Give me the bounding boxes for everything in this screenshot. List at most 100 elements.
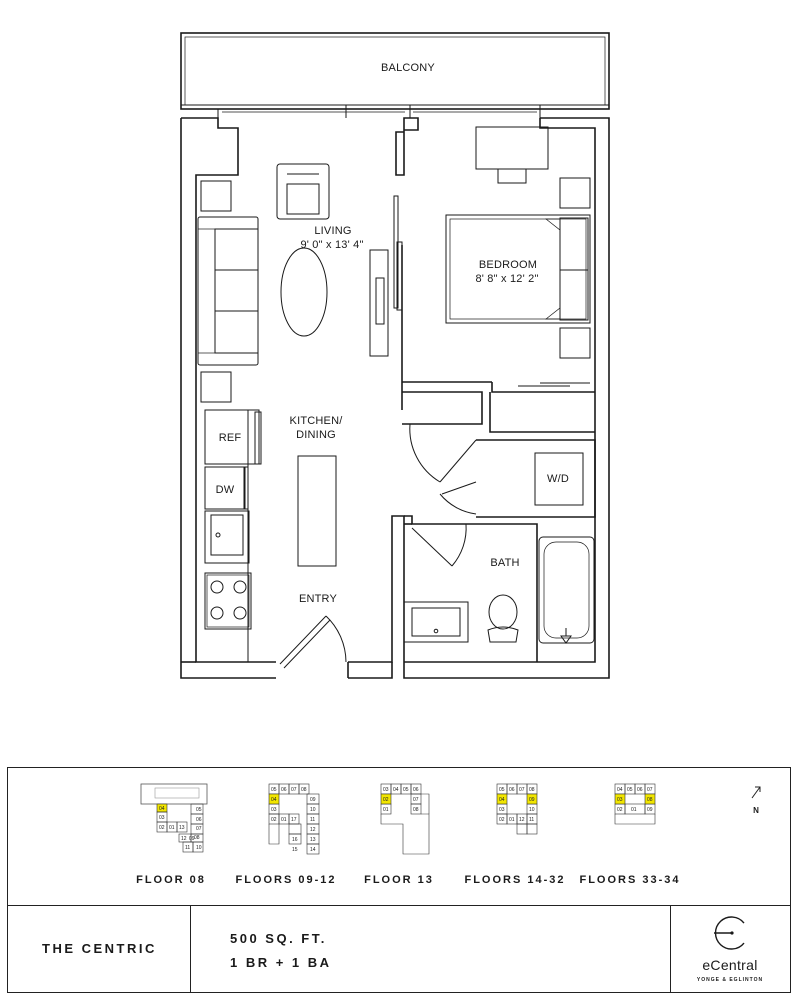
key-plan-floors-33-34-diagram: 04 05 06 07 03 08 02 01 09: [614, 783, 656, 825]
dw-label: DW: [216, 484, 235, 496]
bath-label: BATH: [490, 557, 519, 569]
svg-text:12: 12: [519, 817, 525, 823]
svg-text:01: 01: [281, 817, 287, 823]
svg-text:06: 06: [413, 787, 419, 793]
bathroom: BATH: [403, 523, 595, 644]
svg-text:06: 06: [637, 787, 643, 793]
svg-text:02: 02: [271, 817, 277, 823]
svg-text:09: 09: [310, 797, 316, 803]
bedroom-furniture: BEDROOM 8' 8" x 12' 2": [445, 126, 591, 359]
svg-text:02: 02: [499, 817, 505, 823]
bedroom-label: BEDROOM: [479, 259, 537, 271]
svg-text:03: 03: [617, 797, 623, 803]
unit-name: THE CENTRIC: [42, 941, 157, 956]
svg-text:04: 04: [271, 797, 277, 803]
balcony: BALCONY: [180, 32, 610, 110]
wd-label: W/D: [547, 473, 569, 485]
svg-text:09: 09: [647, 807, 653, 813]
dining-label: DINING: [296, 429, 336, 441]
svg-text:12: 12: [310, 827, 316, 833]
svg-text:03: 03: [271, 807, 277, 813]
floor-label-13: FLOOR 13: [364, 874, 434, 886]
outer-walls: [180, 105, 610, 679]
svg-text:04: 04: [159, 806, 165, 812]
svg-text:08: 08: [301, 787, 307, 793]
north-indicator: N: [746, 784, 766, 815]
svg-text:05: 05: [403, 787, 409, 793]
svg-text:02: 02: [617, 807, 623, 813]
svg-text:08: 08: [413, 807, 419, 813]
unit-beds-baths: 1 BR + 1 BA: [230, 955, 332, 970]
ref-label: REF: [219, 432, 242, 444]
svg-text:07: 07: [196, 826, 202, 832]
floor-label-09-12: FLOORS 09-12: [235, 874, 337, 886]
svg-text:09: 09: [529, 797, 535, 803]
svg-text:05: 05: [271, 787, 277, 793]
svg-text:09: 09: [189, 836, 195, 842]
svg-text:17: 17: [291, 817, 297, 823]
ecentral-logo-icon: [714, 916, 745, 950]
unit-details-cell: 500 SQ. FT. 1 BR + 1 BA: [190, 905, 671, 992]
svg-text:08: 08: [194, 835, 200, 841]
living-label: LIVING: [314, 225, 351, 237]
svg-text:05: 05: [499, 787, 505, 793]
kitchen-label: KITCHEN/: [290, 415, 344, 427]
floor-label-08: FLOOR 08: [136, 874, 206, 886]
bedroom-dimensions: 8' 8" x 12' 2": [475, 273, 538, 285]
svg-text:01: 01: [383, 807, 389, 813]
floor-plan: BALCONY: [180, 32, 610, 679]
svg-text:06: 06: [196, 817, 202, 823]
svg-text:01: 01: [169, 825, 175, 831]
svg-text:10: 10: [196, 845, 202, 851]
svg-text:07: 07: [519, 787, 525, 793]
svg-text:16: 16: [292, 837, 298, 843]
svg-text:04: 04: [617, 787, 623, 793]
svg-text:01: 01: [509, 817, 515, 823]
entry-door: ENTRY: [279, 593, 347, 669]
north-label: N: [753, 806, 759, 815]
svg-text:07: 07: [647, 787, 653, 793]
svg-text:03: 03: [499, 807, 505, 813]
svg-text:15: 15: [292, 847, 298, 853]
svg-text:10: 10: [529, 807, 535, 813]
north-arrow-icon: [751, 786, 761, 799]
svg-text:01: 01: [631, 807, 637, 813]
floor-label-14-32: FLOORS 14-32: [464, 874, 566, 886]
sliding-partition: [369, 195, 403, 357]
svg-text:02: 02: [383, 797, 389, 803]
svg-text:11: 11: [185, 845, 190, 851]
svg-text:08: 08: [647, 797, 653, 803]
brand-name: eCentral: [702, 957, 758, 973]
svg-text:02: 02: [159, 825, 165, 831]
interior-walls: [395, 117, 596, 662]
svg-text:05: 05: [196, 807, 202, 813]
svg-text:03: 03: [159, 815, 165, 821]
key-plan-floors-09-12-diagram: 05 06 07 08 04 09 03 10 02 01 17 11 12 16 13 15 14: [268, 783, 320, 855]
svg-text:11: 11: [529, 817, 534, 823]
entry-label: ENTRY: [299, 593, 338, 605]
svg-text:11: 11: [310, 817, 315, 823]
living-dimensions: 9' 0" x 13' 4": [300, 239, 363, 251]
unit-summary: THE CENTRIC 500 SQ. FT. 1 BR + 1 BA eCen…: [8, 905, 790, 992]
svg-text:13: 13: [310, 837, 316, 843]
svg-text:12: 12: [181, 836, 187, 842]
svg-text:05: 05: [627, 787, 633, 793]
svg-text:06: 06: [281, 787, 287, 793]
svg-text:10: 10: [310, 807, 316, 813]
svg-text:13: 13: [179, 825, 185, 831]
kitchen: REF DW KITCHEN/ DINING: [204, 409, 344, 662]
balcony-label: BALCONY: [381, 62, 435, 74]
svg-text:14: 14: [310, 847, 316, 853]
svg-text:07: 07: [291, 787, 297, 793]
key-plan-floors-33-34: 04 05 06 07 03 08 02 01 09: [598, 782, 676, 842]
svg-text:07: 07: [413, 797, 419, 803]
svg-text:08: 08: [529, 787, 535, 793]
brand-tagline: YONGE & EGLINTON: [696, 977, 764, 983]
